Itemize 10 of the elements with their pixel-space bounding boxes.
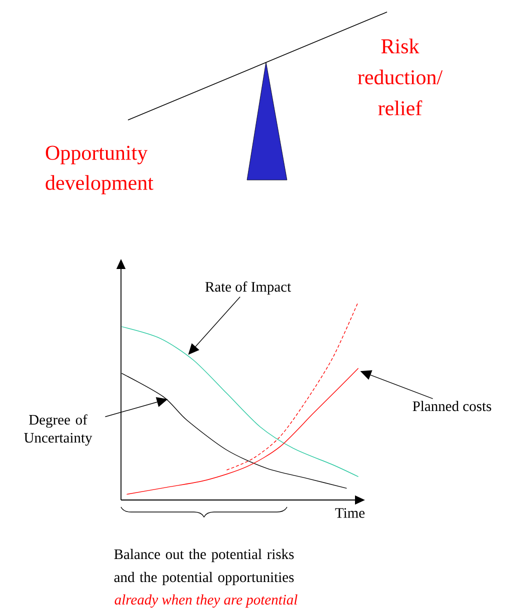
caption-text: Opportunity development <box>46 146 154 194</box>
caption-text: Risk reduction/ relief <box>358 38 443 116</box>
leader-arrow <box>188 296 240 355</box>
curve <box>121 326 359 478</box>
callout-text: Degree of Uncertainty <box>24 414 92 446</box>
callout-text: Rate of Impact <box>205 281 292 295</box>
callout-text: Planned costs <box>412 400 492 412</box>
note-text: Balance out the potential risks and the potential opportunities <box>114 548 294 586</box>
axis-label: Time <box>335 508 365 518</box>
note-text: already when they are potential <box>114 594 298 608</box>
